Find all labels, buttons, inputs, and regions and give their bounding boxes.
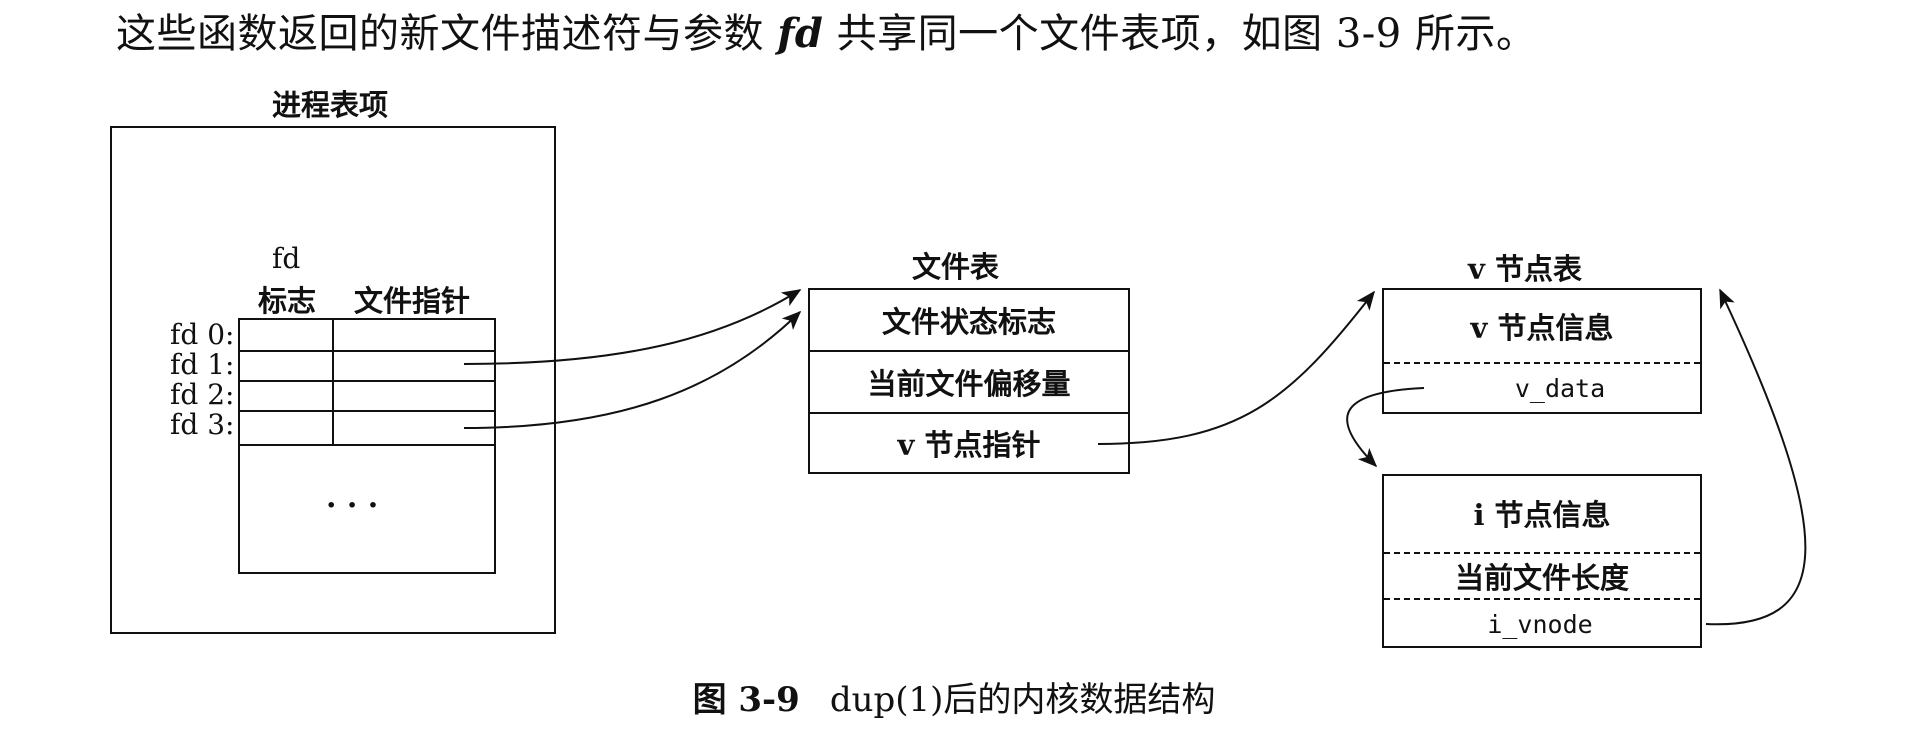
file-table-title: 文件表 xyxy=(912,250,1000,284)
intro-after: 共享同一个文件表项，如图 3-9 所示。 xyxy=(823,11,1537,57)
figure-caption: 图 3-9 dup(1)后的内核数据结构 xyxy=(0,672,1908,721)
fd-grid-row-divider-3 xyxy=(238,410,496,412)
arrow-fd3-to-file-table xyxy=(463,310,802,429)
inode-info: i 节点信息 xyxy=(1473,498,1611,532)
fd-row-0: fd 0: xyxy=(170,318,235,351)
fd-row-3: fd 3: xyxy=(170,408,235,441)
caption-number: 图 3-9 xyxy=(692,680,800,720)
fd-grid-col-divider xyxy=(332,318,334,446)
fd-grid-row-divider-2 xyxy=(238,380,496,382)
intro-param-fd: fd xyxy=(777,10,824,57)
fd-row-2: fd 2: xyxy=(170,378,235,411)
intro-text: 这些函数返回的新文件描述符与参数 fd 共享同一个文件表项，如图 3-9 所示。 xyxy=(116,6,1536,62)
vnode-info: v 节点信息 xyxy=(1470,311,1614,345)
file-table-divider-2 xyxy=(808,412,1130,414)
fd-grid-remaining xyxy=(238,444,496,574)
file-pointer-header: 文件指针 xyxy=(354,284,471,318)
vnode-dashed-divider xyxy=(1384,362,1700,364)
arrow-v-data-to-inode xyxy=(1346,387,1425,468)
fd-flags-header-line1: fd xyxy=(272,242,301,275)
fd-grid-row-divider-1 xyxy=(238,350,496,352)
process-table-box xyxy=(110,126,556,634)
process-table-title: 进程表项 xyxy=(272,88,389,122)
file-table-divider-1 xyxy=(808,350,1130,352)
caption-text: dup(1)后的内核数据结构 xyxy=(829,680,1216,720)
v-data-field: v_data xyxy=(1514,373,1606,403)
current-file-length: 当前文件长度 xyxy=(1454,561,1629,595)
arrow-vnode-pointer-to-vnode xyxy=(1097,290,1375,445)
vnode-box xyxy=(1382,288,1702,414)
file-status-flags: 文件状态标志 xyxy=(881,305,1056,339)
vnode-pointer: v 节点指针 xyxy=(897,428,1041,462)
inode-box xyxy=(1382,474,1702,648)
current-file-offset: 当前文件偏移量 xyxy=(867,367,1071,401)
fd-ellipsis: · · · xyxy=(326,488,379,523)
vnode-table-title: v 节点表 xyxy=(1468,252,1582,286)
intro-before: 这些函数返回的新文件描述符与参数 xyxy=(116,11,778,57)
fd-row-1: fd 1: xyxy=(170,348,235,381)
file-table-box xyxy=(808,288,1130,474)
inode-dashed-divider-2 xyxy=(1384,598,1700,600)
arrow-fd1-to-file-table xyxy=(463,289,802,365)
fd-flags-header-line2: 标志 xyxy=(258,284,317,318)
i-vnode-field: i_vnode xyxy=(1487,609,1593,639)
arrow-i-vnode-to-vnode xyxy=(1705,288,1807,626)
inode-dashed-divider-1 xyxy=(1384,552,1700,554)
